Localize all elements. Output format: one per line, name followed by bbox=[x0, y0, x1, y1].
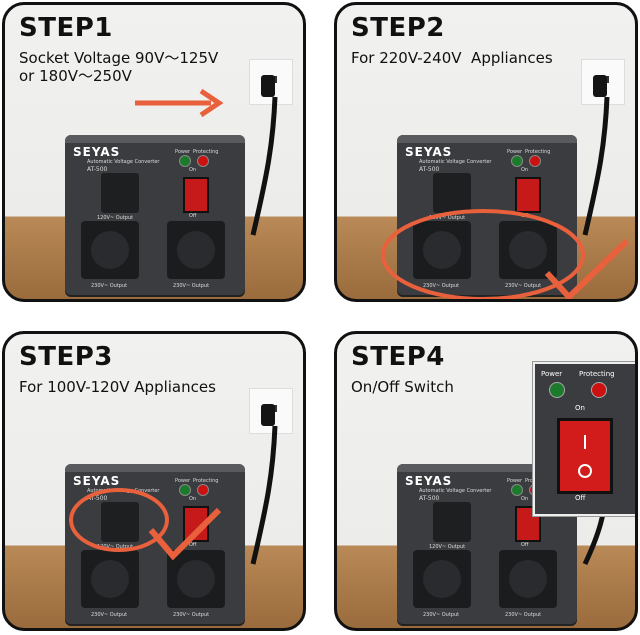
zoom-protecting-led bbox=[591, 382, 607, 398]
power-switch bbox=[515, 177, 541, 213]
off-label: Off bbox=[521, 213, 529, 219]
device-subtitle: Automatic Voltage Converter bbox=[419, 488, 492, 494]
us-outlet bbox=[433, 502, 471, 542]
power-switch bbox=[183, 506, 209, 542]
device-subtitle: Automatic Voltage Converter bbox=[87, 488, 160, 494]
off-label: Off bbox=[189, 542, 197, 548]
brand-logo: SEYAS bbox=[73, 474, 121, 488]
power-led bbox=[511, 484, 523, 496]
power-led bbox=[511, 155, 523, 167]
power-led bbox=[179, 484, 191, 496]
step-subtitle: Socket Voltage 90V～125V or 180V～250V bbox=[19, 49, 219, 85]
step4-panel: STEP4 On/Off Switch SEYAS Automatic Volt… bbox=[334, 331, 638, 631]
step-title: STEP4 bbox=[351, 342, 445, 372]
power-led bbox=[179, 155, 191, 167]
plug bbox=[261, 75, 275, 97]
universal-outlet-label: 230V~ Output bbox=[505, 612, 542, 618]
device-model: AT-500 bbox=[419, 166, 440, 173]
universal-outlet-label: 230V~ Output bbox=[91, 283, 128, 289]
device-model: AT-500 bbox=[87, 495, 108, 502]
on-label: On bbox=[521, 167, 529, 173]
universal-outlet bbox=[81, 221, 139, 279]
universal-outlet-label: 230V~ Output bbox=[173, 283, 210, 289]
brand-logo: SEYAS bbox=[405, 474, 453, 488]
universal-outlet bbox=[499, 221, 557, 279]
voltage-converter: SEYAS Automatic Voltage Converter AT-500… bbox=[65, 135, 245, 295]
zoom-power-label: Power bbox=[541, 370, 563, 378]
power-label: Power bbox=[507, 149, 523, 155]
brand-logo: SEYAS bbox=[73, 145, 121, 159]
zoom-power-led bbox=[549, 382, 565, 398]
universal-outlet-label: 230V~ Output bbox=[173, 612, 210, 618]
protecting-label: Protecting bbox=[193, 149, 219, 155]
universal-outlet-label: 230V~ Output bbox=[91, 612, 128, 618]
zoom-protecting-label: Protecting bbox=[579, 370, 615, 378]
protecting-led bbox=[529, 155, 541, 167]
us-outlet bbox=[101, 502, 139, 542]
protecting-led bbox=[197, 484, 209, 496]
plug bbox=[593, 75, 607, 97]
protecting-led bbox=[197, 155, 209, 167]
step-subtitle: On/Off Switch bbox=[351, 378, 454, 396]
universal-outlet-label: 230V~ Output bbox=[505, 283, 542, 289]
step-title: STEP2 bbox=[351, 13, 445, 43]
us-outlet bbox=[433, 173, 471, 213]
power-label: Power bbox=[175, 149, 191, 155]
brand-logo: SEYAS bbox=[405, 145, 453, 159]
power-label: Power bbox=[507, 478, 523, 484]
universal-outlet bbox=[499, 550, 557, 608]
voltage-converter: SEYAS Automatic Voltage Converter AT-500… bbox=[65, 464, 245, 624]
universal-outlet bbox=[413, 221, 471, 279]
universal-outlet-label: 230V~ Output bbox=[423, 612, 460, 618]
power-label: Power bbox=[175, 478, 191, 484]
universal-outlet bbox=[167, 221, 225, 279]
protecting-label: Protecting bbox=[525, 149, 551, 155]
step3-panel: STEP3 For 100V-120V Appliances SEYAS Aut… bbox=[2, 331, 306, 631]
device-model: AT-500 bbox=[419, 495, 440, 502]
us-outlet-label: 120V~ Output bbox=[429, 544, 466, 550]
us-outlet-label: 120V~ Output bbox=[97, 215, 134, 221]
on-label: On bbox=[521, 496, 529, 502]
step-title: STEP1 bbox=[19, 13, 113, 43]
on-label: On bbox=[189, 167, 197, 173]
protecting-label: Protecting bbox=[193, 478, 219, 484]
step-subtitle: For 220V-240V Appliances bbox=[351, 49, 553, 67]
switch-zoom-inset: Power Protecting On Off bbox=[533, 362, 635, 516]
plug bbox=[261, 404, 275, 426]
voltage-converter: SEYAS Automatic Voltage Converter AT-500… bbox=[397, 135, 577, 295]
zoom-on-label: On bbox=[575, 404, 585, 412]
device-subtitle: Automatic Voltage Converter bbox=[87, 159, 160, 165]
universal-outlet bbox=[81, 550, 139, 608]
power-switch bbox=[183, 177, 209, 213]
universal-outlet bbox=[167, 550, 225, 608]
zoom-off-label: Off bbox=[575, 494, 586, 502]
us-outlet bbox=[101, 173, 139, 213]
step-subtitle: For 100V-120V Appliances bbox=[19, 378, 216, 396]
device-subtitle: Automatic Voltage Converter bbox=[419, 159, 492, 165]
universal-outlet-label: 230V~ Output bbox=[423, 283, 460, 289]
off-label: Off bbox=[521, 542, 529, 548]
step2-panel: STEP2 For 220V-240V Appliances SEYAS Aut… bbox=[334, 2, 638, 302]
step-title: STEP3 bbox=[19, 342, 113, 372]
step1-panel: STEP1 Socket Voltage 90V～125V or 180V～25… bbox=[2, 2, 306, 302]
zoom-power-switch bbox=[557, 418, 613, 494]
off-label: Off bbox=[189, 213, 197, 219]
universal-outlet bbox=[413, 550, 471, 608]
device-model: AT-500 bbox=[87, 166, 108, 173]
on-label: On bbox=[189, 496, 197, 502]
